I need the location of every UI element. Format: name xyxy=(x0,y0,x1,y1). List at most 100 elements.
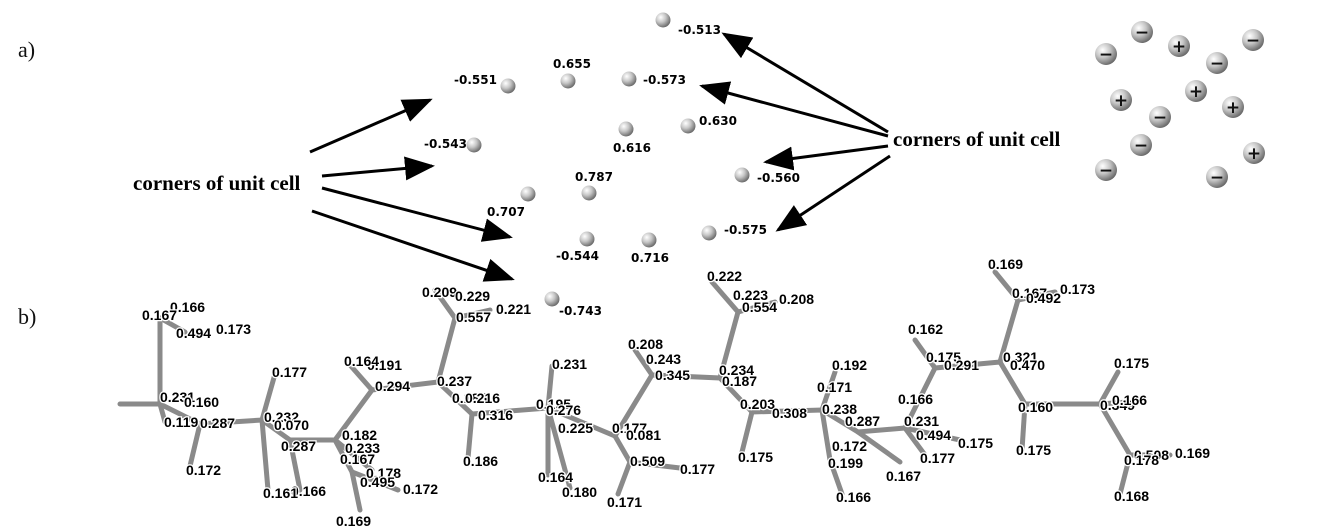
arrow-left-2 xyxy=(321,156,435,181)
svg-text:−: − xyxy=(1134,136,1148,156)
branch-bond xyxy=(632,347,655,378)
charge-label: 0.616 xyxy=(613,141,651,155)
mol-charge-label: 0.119 xyxy=(164,414,198,430)
mol-charge-label: 0.166 xyxy=(291,483,326,499)
mol-charge-label: 0.169 xyxy=(1175,445,1210,461)
ion: − xyxy=(1149,106,1171,128)
mol-charge-label: 0.221 xyxy=(496,301,531,317)
mol-charge-label: 0.166 xyxy=(170,299,205,315)
mol-charge-label: 0.287 xyxy=(845,413,880,429)
branch-bond xyxy=(1019,401,1028,453)
svg-text:−: − xyxy=(1246,31,1260,51)
atom xyxy=(701,225,717,241)
mol-charge-label: 0.172 xyxy=(186,462,221,478)
mol-charge-label: 0.470 xyxy=(1010,357,1045,373)
charge-label: 0.630 xyxy=(699,114,737,128)
branch-bond xyxy=(1015,289,1058,303)
mol-charge-label: 0.167 xyxy=(1012,285,1047,301)
arrow-left-3 xyxy=(321,186,513,242)
mol-charge-label: 0.229 xyxy=(455,288,490,304)
charge-label: -0.573 xyxy=(643,73,686,87)
mol-charge-label: 0.164 xyxy=(344,353,379,369)
mol-charge-label: 0.177 xyxy=(920,450,955,466)
mol-charge-label: 0.169 xyxy=(988,256,1023,272)
branch-bond xyxy=(615,459,633,497)
mol-charge-label: 0.321 xyxy=(1003,349,1038,365)
mol-charge-label: 0.186 xyxy=(463,453,498,469)
mol-charge-label: 0.167 xyxy=(142,307,177,323)
mol-charge-label: 0.195 xyxy=(536,396,571,412)
branch-bond xyxy=(157,313,188,407)
branch-bond xyxy=(855,429,903,465)
mol-charge-label: 0.175 xyxy=(958,435,993,451)
mol-charge-label: 0.492 xyxy=(1026,290,1061,306)
mol-charge-label: 0.495 xyxy=(360,474,395,490)
ion: − xyxy=(1206,52,1228,74)
mol-charge-label: 0.509 xyxy=(630,453,665,469)
mol-charge-label: 0.191 xyxy=(367,357,402,373)
mol-charge-label: 0.192 xyxy=(832,357,867,373)
mol-charge-label: 0.494 xyxy=(916,427,951,443)
branch-bond xyxy=(287,437,303,493)
ion: + xyxy=(1185,80,1207,102)
branch-bond xyxy=(739,409,755,455)
branch-bond xyxy=(349,469,401,493)
mol-charge-label: 0.276 xyxy=(546,402,581,418)
mol-charge-label: 0.171 xyxy=(817,379,852,395)
branch-bond xyxy=(157,401,168,425)
svg-text:−: − xyxy=(1153,108,1167,128)
panel-label-a: a) xyxy=(18,37,35,62)
ion: − xyxy=(1206,166,1228,188)
mol-charge-label: 0.216 xyxy=(465,390,500,406)
mol-charge-label: 0.182 xyxy=(342,427,377,443)
ion: − xyxy=(1131,21,1153,43)
mol-charge-label: 0.180 xyxy=(562,484,597,500)
arrow-left-4 xyxy=(311,209,515,282)
mol-charge-label: 0.508 xyxy=(1134,447,1169,463)
mol-charge-label: 0.178 xyxy=(1124,452,1159,468)
mol-charge-label: 0.167 xyxy=(886,468,921,484)
branch-bond xyxy=(819,407,845,497)
atom xyxy=(621,71,637,87)
svg-text:+: + xyxy=(1114,91,1128,111)
mol-charge-label: 0.554 xyxy=(742,299,777,315)
arrow-right-3 xyxy=(763,144,889,171)
svg-text:−: − xyxy=(1099,45,1113,65)
ion-lattice: − − + − − + + + − − + − − xyxy=(1095,21,1265,188)
charge-label: -0.543 xyxy=(424,137,467,151)
mol-charge-label: 0.171 xyxy=(607,494,642,510)
branch-bond xyxy=(1117,452,1133,497)
mol-charge-label: 0.177 xyxy=(272,364,307,380)
branch-bond xyxy=(259,371,278,423)
branch-bond xyxy=(1097,399,1131,407)
mol-charge-label: 0.208 xyxy=(628,336,663,352)
branch-bond xyxy=(819,369,838,413)
mol-charge-label: 0.225 xyxy=(558,420,593,436)
mol-charge-label: 0.172 xyxy=(403,481,438,497)
mol-charge-label: 0.178 xyxy=(366,465,401,481)
svg-text:−: − xyxy=(1135,23,1149,43)
charge-label: -0.544 xyxy=(556,249,599,263)
charge-label: -0.575 xyxy=(724,223,767,237)
callout-left: corners of unit cell xyxy=(133,171,301,195)
ion: + xyxy=(1222,96,1244,118)
mol-charge-label: 0.294 xyxy=(375,378,410,394)
mol-charge-label: 0.177 xyxy=(612,420,647,436)
mol-charge-label: 0.175 xyxy=(926,349,961,365)
mol-charge-label: 0.162 xyxy=(908,321,943,337)
ion: − xyxy=(1095,159,1117,181)
branch-bond xyxy=(187,421,203,469)
callout-right: corners of unit cell xyxy=(893,127,1061,151)
branch-bond xyxy=(735,299,778,315)
branch-bond xyxy=(432,287,458,385)
atom xyxy=(500,78,516,94)
atom xyxy=(466,137,482,153)
mol-charge-label: 0.167 xyxy=(340,451,375,467)
branch-bond xyxy=(465,411,475,461)
mol-charge-label: 0.185 xyxy=(452,390,487,406)
branch-bond xyxy=(259,417,271,493)
mol-charge-label: 0.081 xyxy=(626,427,661,443)
branch-bond xyxy=(902,425,963,443)
mol-charge-label: 0.175 xyxy=(738,449,773,465)
mol-charge-label: 0.308 xyxy=(772,405,807,421)
